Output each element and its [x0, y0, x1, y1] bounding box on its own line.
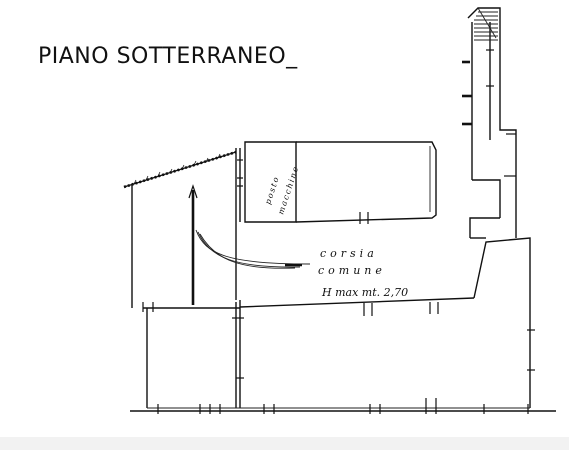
entrance-ramp — [123, 148, 241, 308]
parking-label-line1: posto — [263, 175, 281, 206]
max-height-label: H max mt. 2,70 — [321, 286, 408, 299]
outer-walls — [130, 237, 556, 412]
corridor-label-line1: corsia — [320, 247, 378, 260]
vehicle-path-arrow — [188, 184, 311, 305]
footer-strip — [0, 437, 569, 450]
stair-shaft — [462, 7, 517, 238]
corridor-label-line2: comune — [318, 264, 386, 277]
wall-openings — [142, 159, 535, 414]
plan-title: PIANO SOTTERRANEO_ — [38, 44, 298, 69]
parking-label-line2: macchine — [276, 164, 300, 215]
parking-space: posto macchine — [244, 141, 437, 223]
